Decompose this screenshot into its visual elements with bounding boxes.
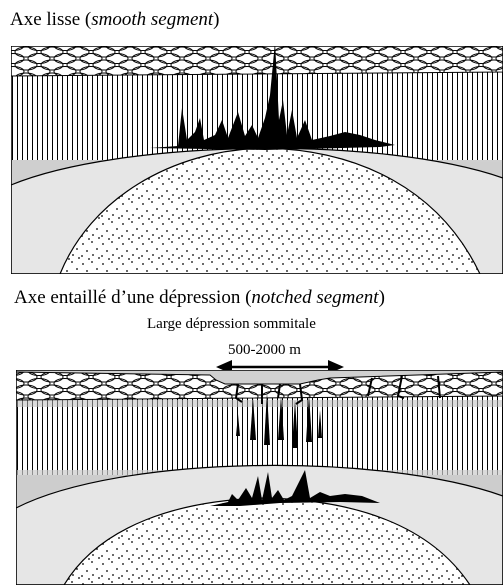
- panel2-section: [16, 370, 503, 585]
- fissure-6: [396, 375, 405, 399]
- injection-6: [318, 410, 322, 438]
- panel2-title-italic: notched segment: [251, 287, 379, 308]
- panel2-lava-layer: [16, 371, 503, 401]
- injection-3: [278, 396, 284, 440]
- injection-7: [236, 414, 240, 436]
- panel2-fissures: [234, 375, 441, 405]
- injection-2: [264, 392, 270, 445]
- injection-4: [292, 400, 298, 448]
- panel1-magma-lens: [150, 46, 395, 150]
- injection-1: [250, 398, 256, 440]
- panel2-sheeted-dikes: [16, 395, 503, 475]
- panel1-section: [11, 46, 503, 274]
- panel2-title-end: ): [378, 287, 385, 308]
- injection-5: [306, 394, 312, 442]
- panel1-title-text: Axe lisse (: [10, 9, 92, 30]
- depression-label: Large dépression sommitale: [147, 316, 316, 332]
- panel1-title-italic: smooth segment: [91, 9, 214, 30]
- fissure-4: [295, 383, 304, 405]
- panel2-lava-dike-boundary: [16, 400, 503, 407]
- fissure-3: [277, 383, 281, 399]
- panel2-title-text: Axe entaillé d’une dépression (: [14, 287, 252, 308]
- panel1-title: Axe lisse (smooth segment): [10, 9, 220, 31]
- fissure-7: [437, 375, 441, 399]
- panel2-title: Axe entaillé d’une dépression (notched s…: [14, 287, 385, 309]
- panel1-lava-layer: [11, 46, 503, 77]
- panel1-title-end: ): [213, 9, 220, 30]
- fissure-1: [234, 383, 243, 403]
- panel2-dike-injections: [236, 392, 322, 448]
- width-label: 500-2000 m: [228, 342, 301, 358]
- panel2-magma-lens: [210, 470, 380, 506]
- fissure-5: [367, 377, 373, 397]
